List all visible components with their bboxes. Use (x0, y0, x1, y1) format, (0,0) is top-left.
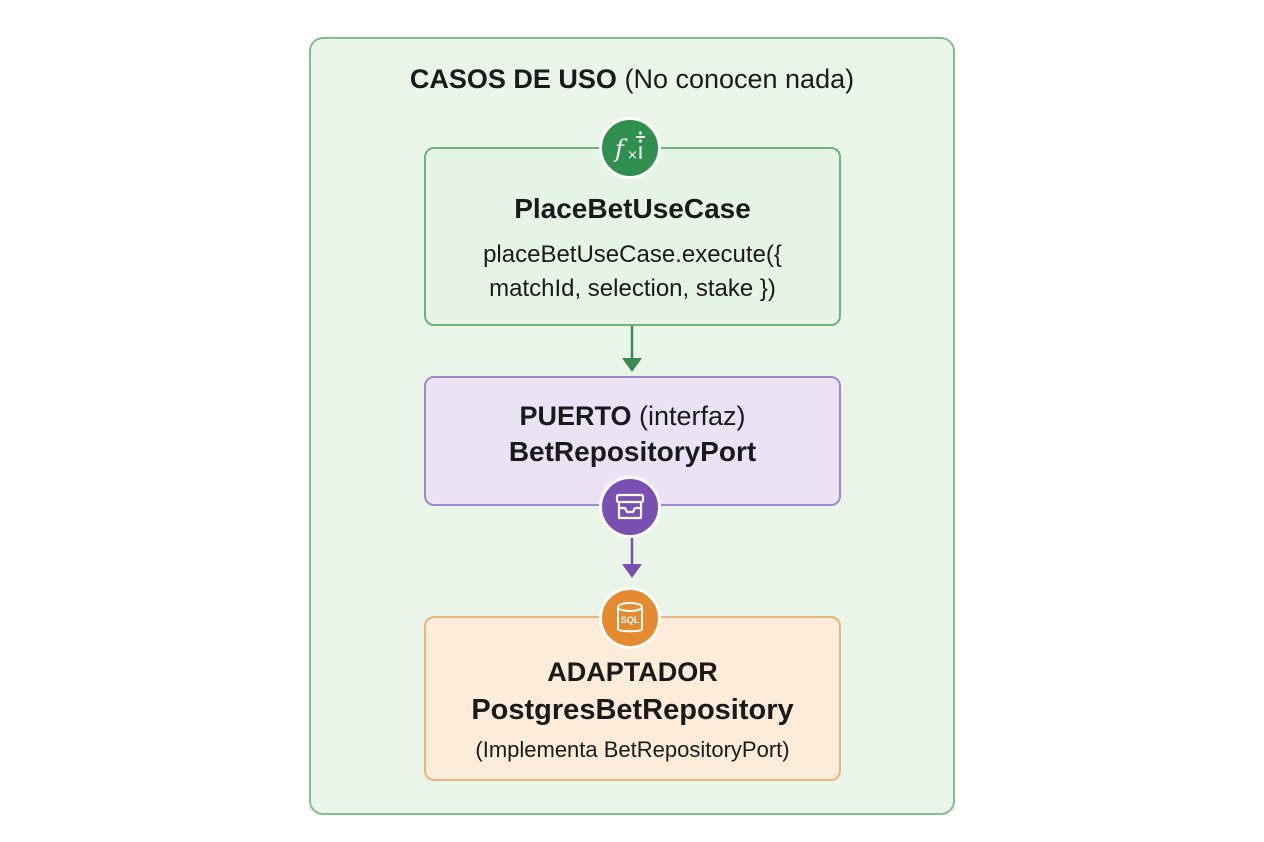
adapter-label: ADAPTADOR (547, 657, 718, 687)
svg-text:×: × (627, 148, 638, 163)
sql-icon-text: SQL (621, 615, 640, 625)
svg-text:f: f (613, 135, 628, 163)
port-label-rest: (interfaz) (639, 401, 746, 431)
function-icon: f × (599, 117, 661, 179)
port-name: BetRepositoryPort (508, 436, 757, 467)
use-case-name: PlaceBetUseCase (514, 193, 751, 224)
use-case-code-line-1: placeBetUseCase.execute({ (483, 241, 782, 268)
adapter-box: ADAPTADOR PostgresBetRepository (Impleme… (424, 616, 841, 781)
port-label: PUERTO (interfaz) (426, 398, 839, 434)
container-title-bold: CASOS DE USO (409, 64, 617, 94)
adapter-note: (Implementa BetRepositoryPort) (475, 737, 790, 762)
inbox-tray-icon (599, 476, 661, 538)
use-case-code-line-2: matchId, selection, stake }) (489, 275, 776, 302)
arrow-port-to-adapter-head (622, 564, 642, 578)
adapter-name: PostgresBetRepository (471, 694, 794, 726)
port-label-bold: PUERTO (519, 401, 632, 431)
container-title: CASOS DE USO (No conocen nada) (309, 60, 955, 98)
arrow-usecase-to-port-head (622, 358, 642, 372)
sql-database-icon: SQL (599, 587, 661, 649)
container-title-rest: (No conocen nada) (624, 64, 855, 94)
port-box: PUERTO (interfaz) BetRepositoryPort (424, 376, 841, 506)
